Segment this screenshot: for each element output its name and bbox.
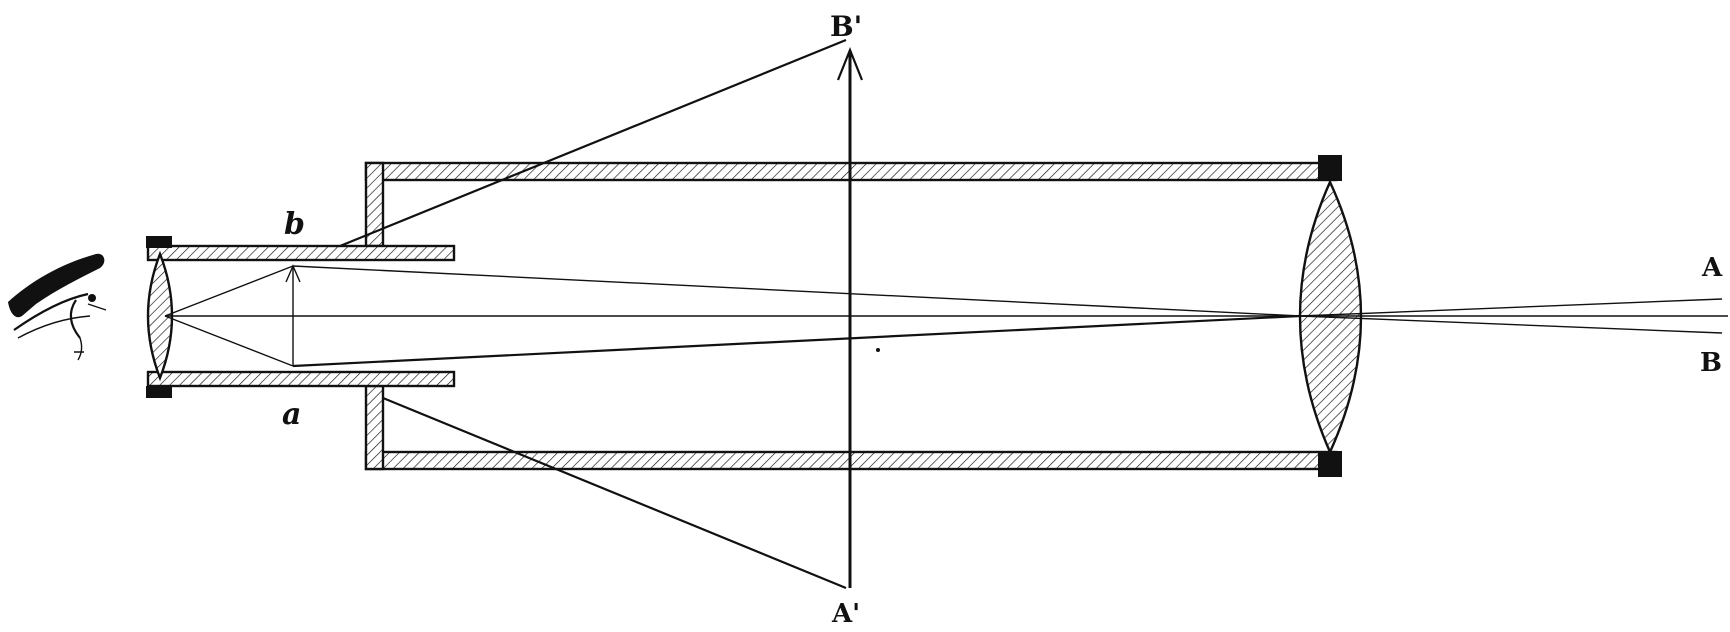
label-small-image-bottom: a (282, 397, 301, 432)
real-image-arrow (285, 264, 301, 366)
ray-to-A-prime (382, 396, 847, 590)
light-rays (164, 38, 1728, 590)
eyepiece-lower-collar (146, 386, 172, 398)
upper-eyelid (13, 292, 89, 331)
ray-to-B-prime (339, 38, 847, 248)
label-image-bottom: A' (831, 599, 860, 629)
eye-pupil-curve (69, 299, 81, 339)
eye-iris (88, 294, 96, 302)
real-image-arrowhead (285, 264, 301, 283)
virtual-image-arrowhead (836, 47, 864, 81)
eyepiece-tube-lower-wall (146, 370, 456, 388)
virtual-image-arrow (836, 47, 864, 588)
label-small-image-top: b (284, 207, 305, 242)
lower-lid (74, 337, 84, 361)
label-image-top: B' (830, 10, 862, 43)
ray-to-a (292, 314, 1301, 368)
main-tube-lower-flange (364, 384, 385, 471)
eyepiece-upper-collar (146, 236, 172, 248)
stray-mark (876, 348, 880, 352)
label-object-top: A (1701, 253, 1723, 283)
eyebrow (8, 253, 105, 318)
ray-b-to-eyepiece (164, 265, 294, 317)
eye-line (17, 315, 91, 339)
ray-a-to-eyepiece (164, 315, 294, 367)
eyepiece-lens (146, 250, 174, 382)
eye-icon (8, 253, 107, 361)
eyepiece-tube (146, 236, 456, 398)
eyepiece-tube-upper-wall (146, 244, 456, 262)
ray-from-B (1299, 315, 1723, 334)
ray-from-A (1299, 298, 1723, 317)
objective-upper-collar (1318, 155, 1342, 181)
objective-lower-collar (1318, 451, 1342, 477)
label-object-bottom: B (1700, 348, 1722, 378)
eye-lash (87, 303, 107, 311)
ray-to-b (292, 265, 1301, 317)
